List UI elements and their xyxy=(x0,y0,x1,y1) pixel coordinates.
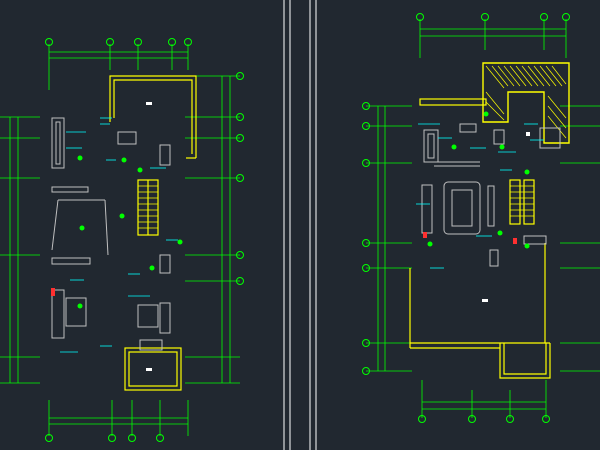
floor-plan-right xyxy=(362,13,600,423)
right-fixtures xyxy=(421,123,561,267)
floor-plan-left xyxy=(0,38,244,442)
right-axis-bubbles xyxy=(362,13,570,423)
left-fixtures xyxy=(51,117,171,351)
sheet-separators xyxy=(283,0,317,450)
right-markers xyxy=(423,111,530,302)
right-walls xyxy=(409,179,551,379)
left-axis-bubbles xyxy=(45,38,244,442)
left-annotations xyxy=(60,117,178,353)
right-annotations xyxy=(416,123,544,269)
right-dimension-lines xyxy=(366,19,600,418)
left-markers xyxy=(51,102,183,371)
left-walls xyxy=(109,75,197,391)
right-roof xyxy=(419,62,570,144)
left-dimension-lines xyxy=(0,44,240,436)
